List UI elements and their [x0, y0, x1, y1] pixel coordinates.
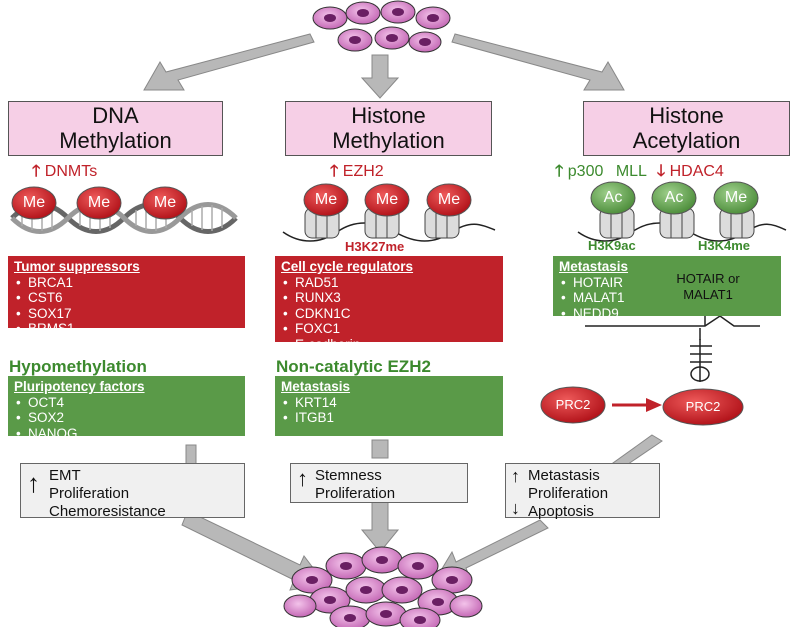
prc2-arrow: [612, 398, 662, 412]
tumor-suppressors-panel: Tumor suppressors BRCA1 CST6 SOX17 BRMS1: [8, 256, 245, 336]
regulator-label: EZH2: [342, 163, 384, 180]
p300-label: p300: [567, 163, 604, 180]
up-arrow-icon: ↑: [511, 466, 520, 486]
histone-acetylation-title: Histone Acetylation: [583, 101, 790, 156]
title-line: Methylation: [332, 128, 445, 153]
down-arrow-icon: ↓: [511, 498, 520, 518]
top-cell-cluster: [312, 0, 451, 53]
label-line: MALAT1: [683, 287, 733, 302]
title-line: Acetylation: [632, 128, 741, 153]
panel-heading: Tumor suppressors: [14, 259, 140, 274]
metastasis-panel-middle: Metastasis KRT14 ITGB1: [275, 376, 503, 436]
up-arrow-icon: 🡑: [32, 163, 41, 180]
panel-heading: Metastasis: [281, 379, 351, 394]
dna-effects-box: ↑ EMT Proliferation Chemoresistance: [20, 463, 245, 520]
dna-methylation-title: DNA Methylation: [8, 101, 223, 156]
metastasis-panel-right: Metastasis HOTAIR MALAT1 NEDD9: [553, 256, 781, 321]
effect-item: Proliferation: [49, 485, 130, 502]
list-item: E-cadherin: [281, 337, 497, 353]
h3k27me-caption: H3K27me: [345, 239, 405, 254]
top-arrows: [143, 33, 625, 99]
down-arrow-icon: 🡓: [656, 163, 666, 180]
panel-list: KRT14 ITGB1: [281, 395, 497, 426]
list-item: NEDD9: [559, 306, 775, 322]
list-item: SOX2: [14, 410, 239, 426]
mll-label: MLL: [615, 163, 647, 180]
histone-methylation-title: Histone Methylation: [285, 101, 492, 156]
up-arrow-icon: 🡑: [555, 163, 564, 180]
me-mark-label: Me: [724, 189, 748, 206]
prc2-label: PRC2: [685, 399, 721, 414]
list-item: RUNX3: [281, 290, 497, 306]
up-arrow-icon: 🡑: [330, 163, 339, 180]
ezh2-regulator: 🡑 EZH2: [330, 160, 384, 187]
list-item: BRMS1: [14, 321, 239, 337]
effect-item: Apoptosis: [528, 503, 594, 520]
regulator-label: DNMTs: [44, 163, 98, 180]
list-item: NANOG: [14, 426, 239, 442]
list-item: ITGB1: [281, 410, 497, 426]
mark-circles: [11, 181, 759, 220]
effect-item: Stemness: [315, 467, 382, 484]
me-mark-label: Me: [437, 191, 461, 208]
panel-heading: Metastasis: [559, 259, 629, 274]
non-catalytic-ezh2-label: Non-catalytic EZH2: [276, 357, 431, 376]
list-item: BRCA1: [14, 275, 239, 291]
up-arrow-icon: ↑: [297, 466, 308, 491]
acetylation-regulators: 🡑 p300 MLL 🡓 HDAC4: [555, 160, 724, 187]
hdac4-label: HDAC4: [669, 163, 724, 180]
me-mark-label: Me: [22, 194, 46, 211]
ac-mark-label: Ac: [664, 189, 684, 206]
nucleosomes-right: [577, 207, 787, 242]
ac-mark-label: Ac: [603, 189, 623, 206]
dnmts-regulator: 🡑 DNMTs: [32, 160, 97, 187]
list-item: OCT4: [14, 395, 239, 411]
tumor-cluster: [283, 546, 483, 627]
panel-list: RAD51 RUNX3 CDKN1C FOXC1 E-cadherin: [281, 275, 497, 353]
me-mark-label: Me: [87, 194, 111, 211]
panel-heading: Pluripotency factors: [14, 379, 145, 394]
histone-acetylation-effects-box: ↑ ↓ Metastasis Proliferation Apoptosis: [505, 463, 660, 520]
title-line: Histone: [351, 103, 426, 128]
hypomethylation-label: Hypomethylation: [9, 357, 147, 376]
list-item: FOXC1: [281, 321, 497, 337]
list-item: HOTAIR: [559, 275, 775, 291]
label-line: HOTAIR or: [676, 271, 740, 286]
me-mark-label: Me: [153, 194, 177, 211]
effect-item: Proliferation: [315, 485, 396, 502]
list-item: MALAT1: [559, 290, 775, 306]
histone-methylation-effects-box: ↑ Stemness Proliferation: [290, 463, 468, 503]
panel-list: OCT4 SOX2 NANOG: [14, 395, 239, 442]
title-line: Histone: [649, 103, 724, 128]
list-item: RAD51: [281, 275, 497, 291]
lncrna-label: HOTAIR or MALAT1: [668, 271, 748, 303]
h3k4me-caption: H3K4me: [698, 238, 751, 253]
panel-list: HOTAIR MALAT1 NEDD9: [559, 275, 775, 322]
title-line: Methylation: [59, 128, 172, 153]
list-item: KRT14: [281, 395, 497, 411]
title-line: DNA: [92, 103, 139, 128]
panel-list: BRCA1 CST6 SOX17 BRMS1: [14, 275, 239, 337]
me-mark-label: Me: [314, 191, 338, 208]
effect-item: EMT: [49, 467, 81, 484]
effect-item: Chemoresistance: [49, 503, 166, 520]
cell-cycle-panel: Cell cycle regulators RAD51 RUNX3 CDKN1C…: [275, 256, 503, 352]
panel-heading: Cell cycle regulators: [281, 259, 414, 274]
me-mark-label: Me: [375, 191, 399, 208]
h3k9ac-caption: H3K9ac: [588, 238, 636, 253]
list-item: CST6: [14, 290, 239, 306]
prc2-complexes: [540, 386, 744, 426]
list-item: CDKN1C: [281, 306, 497, 322]
effect-item: Metastasis: [528, 467, 600, 484]
list-item: SOX17: [14, 306, 239, 322]
up-arrow-icon: ↑: [27, 468, 40, 498]
prc2-label: PRC2: [555, 397, 591, 412]
pluripotency-panel: Pluripotency factors OCT4 SOX2 NANOG: [8, 376, 245, 441]
effect-item: Proliferation: [528, 485, 609, 502]
